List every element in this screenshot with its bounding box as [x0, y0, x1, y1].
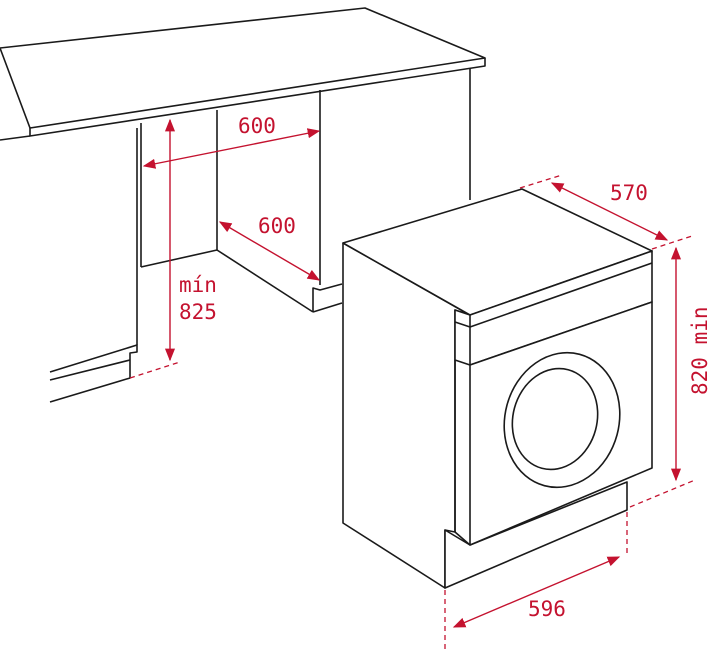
- door-panel: [469, 301, 653, 546]
- niche-height-prefix: mín: [179, 273, 217, 297]
- niche-width-label: 600: [238, 114, 276, 138]
- niche-height-label: 825: [179, 300, 217, 324]
- dimension-lines: [129, 118, 696, 652]
- appliance-width-label: 596: [528, 597, 566, 621]
- washing-machine: [342, 188, 653, 589]
- appliance-depth-label: 570: [610, 181, 648, 205]
- niche-depth-label: 600: [258, 214, 296, 238]
- kitchen-cabinet: [0, 7, 486, 403]
- appliance-height-label: 820 min: [688, 306, 710, 395]
- porthole-inner: [511, 367, 599, 471]
- countertop: [0, 7, 486, 129]
- porthole-outer: [503, 351, 621, 489]
